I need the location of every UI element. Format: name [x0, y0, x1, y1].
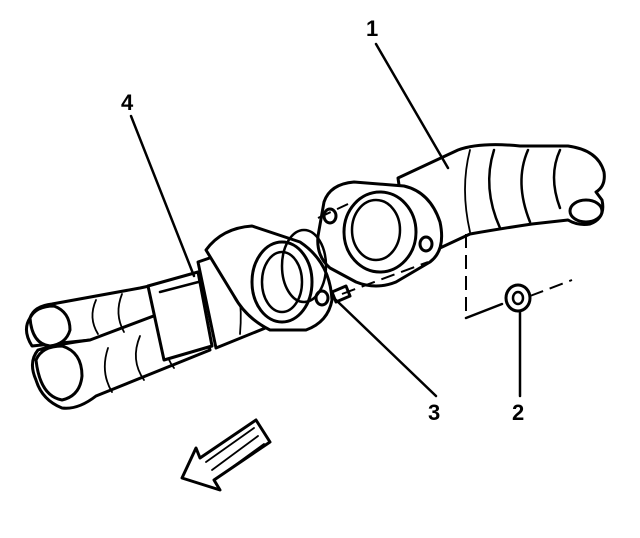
callout-3: 3 — [428, 400, 440, 425]
leader-lines — [129, 42, 522, 398]
flange-gasket — [280, 228, 352, 304]
flange-nut — [317, 203, 573, 320]
rear-exhaust-pipe — [316, 143, 606, 288]
callout-4: 4 — [121, 90, 134, 115]
callout-2: 2 — [512, 400, 524, 425]
front-exhaust-pipe — [25, 224, 334, 410]
callout-1: 1 — [366, 16, 378, 41]
front-direction-arrow-icon — [180, 418, 272, 492]
